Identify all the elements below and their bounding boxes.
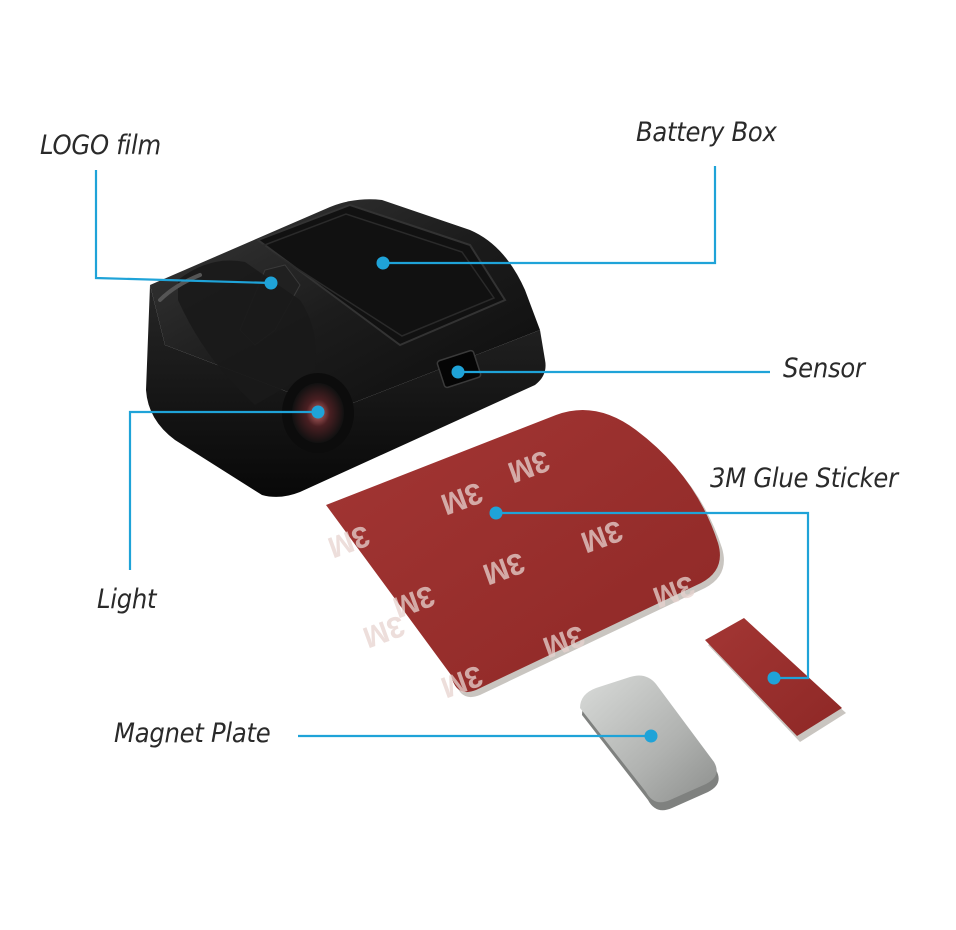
leader-dots bbox=[264, 256, 781, 743]
label-magnet-plate: Magnet Plate bbox=[114, 718, 271, 749]
label-light: Light bbox=[97, 584, 157, 615]
leader-glue-sticker bbox=[496, 511, 810, 680]
large-glue-sticker bbox=[326, 410, 724, 698]
leader-light bbox=[128, 410, 318, 570]
label-sensor: Sensor bbox=[783, 353, 865, 384]
label-battery-box: Battery Box bbox=[636, 117, 777, 148]
leader-logo-film bbox=[94, 170, 272, 285]
leader-battery-box bbox=[383, 166, 717, 265]
leader-lines bbox=[94, 166, 810, 738]
magnet-plate bbox=[580, 675, 719, 811]
projector-body bbox=[146, 199, 546, 497]
label-glue-sticker: 3M Glue Sticker bbox=[710, 463, 898, 494]
label-logo-film: LOGO film bbox=[40, 130, 161, 161]
